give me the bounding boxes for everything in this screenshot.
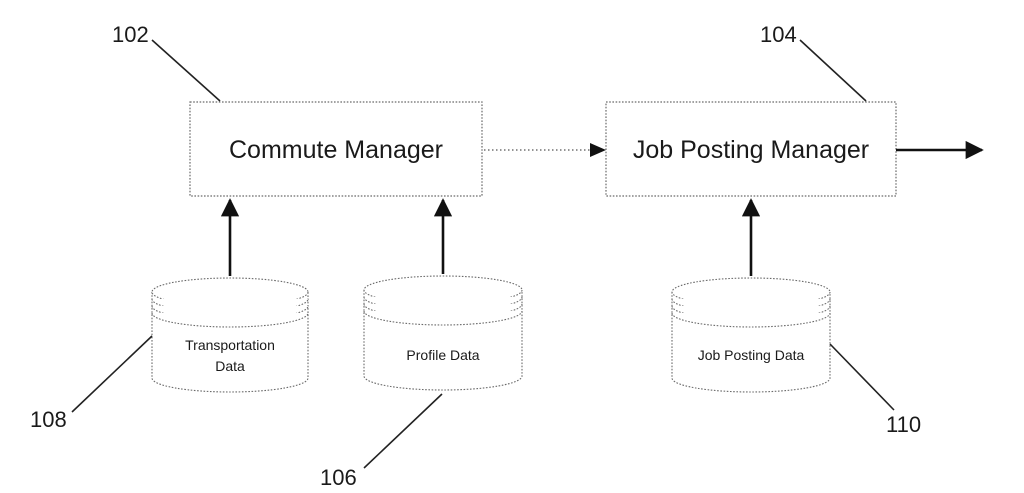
ref-108: 108	[30, 407, 67, 432]
profile-data-label: Profile Data	[406, 347, 479, 363]
job-posting-data-store: Job Posting Data	[671, 277, 831, 393]
commute-manager-label: Commute Manager	[229, 136, 443, 164]
ref-108-leader	[71, 335, 153, 413]
commute-to-job-arrowhead	[590, 143, 606, 157]
ref-104-leader	[799, 39, 867, 102]
ref-102: 102	[112, 22, 149, 47]
commute-manager-node: Commute Manager	[189, 101, 483, 197]
ref-110-leader	[829, 343, 895, 411]
ref-102-leader	[151, 39, 221, 102]
job-posting-manager-label: Job Posting Manager	[633, 136, 869, 164]
transportation-data-label-1: Transportation	[185, 337, 275, 353]
job-posting-manager-node: Job Posting Manager	[605, 101, 897, 197]
ref-104: 104	[760, 22, 797, 47]
job-posting-data-label: Job Posting Data	[698, 347, 805, 363]
ref-110: 110	[886, 412, 921, 437]
transportation-data-store: Transportation Data	[151, 277, 309, 393]
ref-106: 106	[320, 465, 357, 490]
transportation-data-label-2: Data	[215, 358, 245, 374]
profile-data-store: Profile Data	[363, 275, 523, 391]
ref-106-leader	[363, 393, 443, 469]
